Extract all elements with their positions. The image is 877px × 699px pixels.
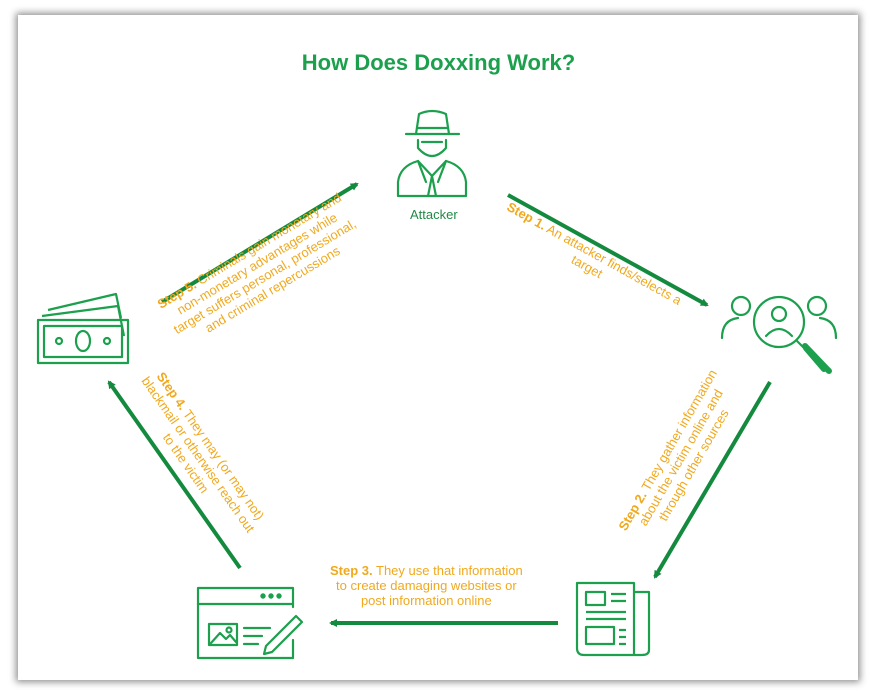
spy-icon: [396, 109, 468, 198]
arrow-money-to-attacker: [160, 182, 359, 304]
step-3-line-1: They use that information: [376, 563, 523, 578]
newspaper-icon: [575, 581, 651, 657]
money-icon: [36, 292, 130, 365]
diagram-frame: [18, 15, 858, 680]
people-magnifier-icon: [720, 295, 838, 374]
step-3-line-3: post information online: [360, 593, 492, 608]
arrow-website-to-money: [107, 380, 242, 570]
diagram-title: How Does Doxxing Work?: [301, 50, 576, 75]
arrow-target-to-information: [653, 380, 772, 579]
arrow-attacker-to-target: [507, 193, 709, 307]
step-3-line-2: to create damaging websites or: [336, 578, 517, 593]
step-3-number: Step 3.: [330, 563, 373, 578]
webpage-edit-icon: [196, 586, 304, 660]
step-3-text: Step 3. They use that information to cre…: [330, 563, 523, 608]
attacker-label: Attacker: [410, 207, 458, 222]
